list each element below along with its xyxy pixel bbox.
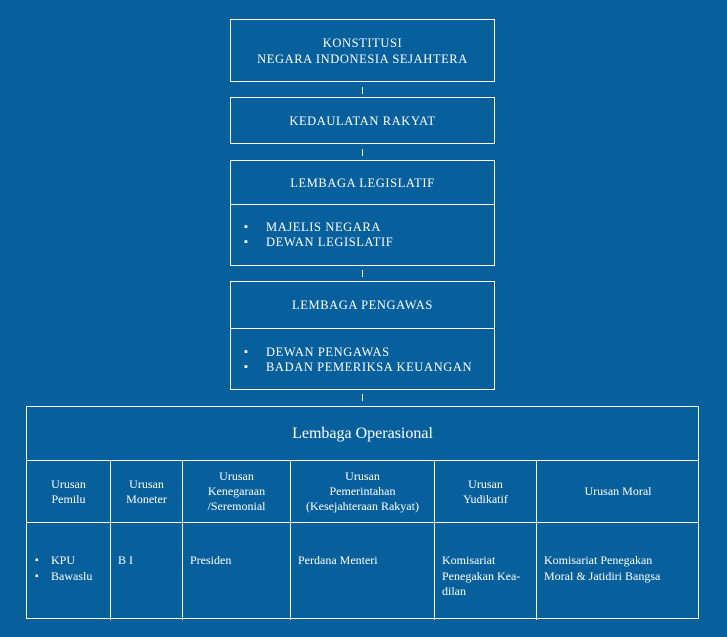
body-pemilu: KPU Bawaslu xyxy=(35,553,92,584)
operasional-title: Lembaga Operasional xyxy=(292,424,433,442)
konstitusi-box: KONSTITUSI NEGARA INDONESIA SEJAHTERA xyxy=(230,19,495,82)
column-divider xyxy=(182,460,183,620)
legislatif-divider xyxy=(231,204,494,205)
connector-1 xyxy=(362,87,363,94)
list-item: MAJELIS NEGARA xyxy=(244,220,393,235)
column-divider xyxy=(110,460,111,620)
column-divider xyxy=(434,460,435,620)
list-item: DEWAN PENGAWAS xyxy=(244,345,472,360)
pengawas-box: LEMBAGA PENGAWAS DEWAN PENGAWAS BADAN PE… xyxy=(230,281,495,390)
pengawas-list: DEWAN PENGAWAS BADAN PEMERIKSA KEUANGAN xyxy=(244,345,472,375)
konstitusi-line2: NEGARA INDONESIA SEJAHTERA xyxy=(257,51,468,66)
operasional-header-divider xyxy=(27,522,698,523)
pengawas-title: LEMBAGA PENGAWAS xyxy=(292,298,433,312)
konstitusi-line1: KONSTITUSI xyxy=(322,35,403,50)
kedaulatan-title: KEDAULATAN RAKYAT xyxy=(289,113,436,128)
list-item: Bawaslu xyxy=(35,569,92,585)
header-moral: Urusan Moral xyxy=(584,484,652,498)
list-item: BADAN PEMERIKSA KEUANGAN xyxy=(244,360,472,375)
body-pemerintahan: Perdana Menteri xyxy=(298,553,378,567)
body-moneter: B I xyxy=(118,553,133,567)
legislatif-list: MAJELIS NEGARA DEWAN LEGISLATIF xyxy=(244,220,393,250)
column-divider xyxy=(290,460,291,620)
pengawas-divider xyxy=(231,328,494,329)
legislatif-title: LEMBAGA LEGISLATIF xyxy=(290,175,435,190)
kedaulatan-box: KEDAULATAN RAKYAT xyxy=(230,97,495,144)
body-yudikatif: Komisariat Penegakan Kea- dilan xyxy=(442,553,521,598)
connector-2 xyxy=(362,149,363,156)
connector-3 xyxy=(362,270,363,277)
connector-4 xyxy=(362,394,363,401)
column-divider xyxy=(536,460,537,620)
legislatif-box: LEMBAGA LEGISLATIF MAJELIS NEGARA DEWAN … xyxy=(230,160,495,266)
list-item: KPU xyxy=(35,553,92,569)
body-kenegaraan: Presiden xyxy=(190,553,232,567)
list-item: DEWAN LEGISLATIF xyxy=(244,235,393,250)
body-moral: Komisariat Penegakan Moral & Jatidiri Ba… xyxy=(544,553,661,583)
operasional-title-divider xyxy=(27,460,698,461)
